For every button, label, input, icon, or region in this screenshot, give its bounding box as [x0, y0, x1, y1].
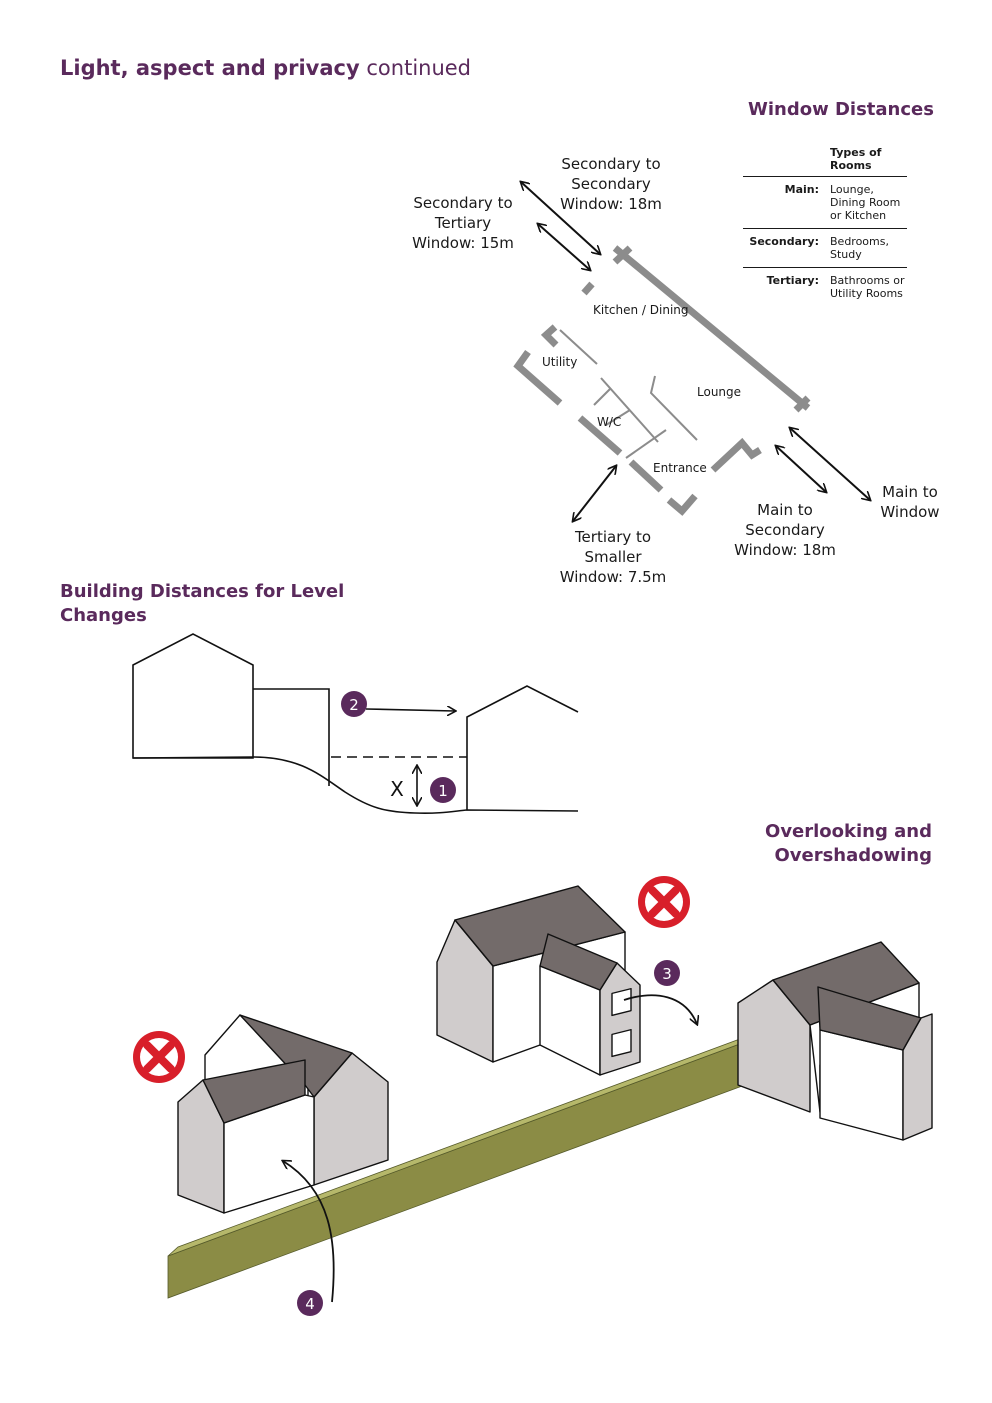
- internal-walls: [559, 329, 698, 459]
- right-house: [737, 941, 933, 1141]
- distance-arrow-2: [365, 709, 455, 711]
- badge-2: 2: [341, 691, 367, 717]
- red-cross-icon: [133, 1031, 185, 1083]
- overlook-arrow-4: [283, 1161, 335, 1303]
- level-changes-heading: Building Distances for Level Changes: [60, 581, 345, 626]
- room-wc: W/C: [597, 415, 622, 429]
- distance-arrows: [521, 182, 870, 521]
- overlook-arrow-3: [623, 994, 697, 1024]
- page-title-suffix: continued: [366, 56, 472, 80]
- label-sec-to-sec: Secondary to Secondary Window: 18m: [560, 155, 662, 213]
- left-house-outline: [132, 633, 254, 759]
- legend-header: Types of Rooms: [743, 146, 907, 177]
- ground-profile: [132, 756, 579, 814]
- left-house: [177, 1014, 389, 1214]
- label-ter-to-smaller: Tertiary to Smaller Window: 7.5m: [559, 528, 667, 586]
- arrow-ter-to-smaller: [573, 466, 616, 521]
- label-main-to-sec: Main to Secondary Window: 18m: [734, 501, 836, 559]
- svg-text:3: 3: [662, 965, 672, 983]
- room-entrance: Entrance: [653, 461, 707, 475]
- room-kitchen: Kitchen / Dining: [593, 303, 689, 317]
- page-title: Light, aspect and privacy continued: [60, 56, 471, 80]
- svg-text:2: 2: [349, 696, 359, 714]
- room-lounge: Lounge: [697, 385, 742, 399]
- badge-1: 1: [430, 777, 456, 803]
- legend-row-tertiary: Tertiary: Bathrooms or Utility Rooms: [766, 274, 905, 300]
- overlooking-heading: Overlooking and Overshadowing: [765, 821, 932, 866]
- room-utility: Utility: [542, 355, 578, 369]
- svg-text:1: 1: [438, 782, 448, 800]
- middle-house: [436, 885, 641, 1076]
- label-sec-to-ter: Secondary to Tertiary Window: 15m: [412, 194, 514, 252]
- page-title-main: Light, aspect and privacy: [60, 56, 360, 80]
- height-label: X: [390, 777, 404, 801]
- badge-3: 3: [654, 960, 680, 986]
- window-distances-heading: Window Distances: [748, 99, 934, 120]
- legend-row-main: Main: Lounge, Dining Room or Kitchen: [743, 177, 907, 229]
- external-walls: [513, 245, 811, 516]
- badge-4: 4: [297, 1290, 323, 1316]
- svg-text:4: 4: [305, 1295, 315, 1313]
- room-types-legend: Types of Rooms Main: Lounge, Dining Room…: [743, 146, 907, 306]
- red-cross-icon: [638, 876, 690, 928]
- arrow-sec-to-ter: [538, 224, 590, 270]
- floor-plan: [513, 245, 811, 516]
- level-change-diagram: [132, 633, 579, 814]
- legend-row-secondary: Secondary: Bedrooms, Study: [743, 229, 907, 268]
- label-main-to-window: Main to Window: [880, 483, 940, 521]
- left-house-extension: [253, 688, 330, 786]
- right-house-outline: [466, 685, 579, 810]
- arrow-main-to-window: [790, 428, 870, 500]
